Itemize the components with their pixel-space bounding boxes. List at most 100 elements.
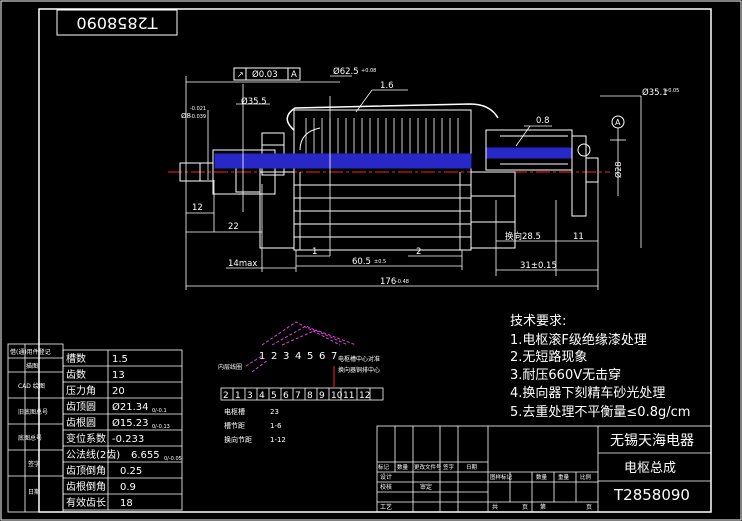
svg-text:数量: 数量 — [397, 463, 409, 471]
coil-number: 6 — [319, 351, 325, 362]
gear-spec-texts: 槽数 1.5 齿数 13 压力角 20 齿顶圆 Ø21.34 0/-0.1 齿根… — [66, 352, 182, 509]
dim-shaft-left-tol-up: -0.021 — [190, 106, 206, 112]
svg-text:重量: 重量 — [558, 473, 570, 481]
dim-shaft-left: Ø8 — [181, 112, 191, 120]
dim-14max: 14max — [228, 259, 257, 269]
tech-item: 2.无短路现象 — [510, 349, 587, 365]
dim-core-diameter: Ø62.5 — [333, 66, 359, 77]
bar-number: 6 — [283, 391, 289, 401]
spec-label: 齿顶圆 — [66, 401, 96, 413]
part-name: 电枢总成 — [624, 461, 676, 476]
svg-text:日期: 日期 — [28, 488, 40, 496]
svg-text:日期: 日期 — [466, 464, 478, 471]
datum-a: A — [615, 118, 621, 127]
tech-item: 5.去重处理不平衡量≤0.8g/cm — [510, 404, 690, 420]
dim-right-diameter-tol: +0.05 — [664, 88, 679, 94]
winding-slots — [305, 118, 459, 158]
gear-spec-table — [62, 349, 183, 511]
winding-note-label: 电枢槽 — [224, 407, 245, 416]
commutator-center-label: 换向器铜排中心 — [338, 366, 380, 374]
dim-12: 12 — [192, 203, 203, 213]
svg-text:旧底图总号: 旧底图总号 — [18, 408, 48, 416]
dim-commutator-length: 换向28.5 — [505, 231, 541, 242]
spec-value: 18 — [120, 498, 133, 509]
tech-requirements: 技术要求: 1.电枢滚F级绝缘漆处理 2.无短路现象 3.耐压660V无击穿 4… — [510, 314, 690, 420]
spec-value: -0.233 — [112, 434, 144, 445]
winding-note-label: 换向节距 — [224, 435, 252, 444]
bar-number: 7 — [295, 391, 301, 401]
spec-label: 有效齿长 — [66, 496, 106, 509]
winding-diagram: 1 2 3 4 5 6 7 内层线圈 电枢槽中心对准 换向器铜排中心 2 — [218, 321, 384, 444]
coil-number: 4 — [295, 351, 301, 362]
winding-band — [214, 153, 472, 169]
svg-text:底图总号: 底图总号 — [18, 434, 42, 442]
spec-label: 公法线(2齿) — [66, 448, 120, 461]
dim-11: 11 — [573, 232, 584, 242]
dim-core-length-tol: ±0.5 — [374, 259, 386, 265]
title-block-texts: 无锡天海电器 电枢总成 T2858090 标记 数量 更改文件号 签字 日期 设… — [378, 433, 694, 511]
svg-text:描图: 描图 — [26, 362, 38, 370]
svg-text:图样标记: 图样标记 — [490, 473, 513, 481]
armature-view — [168, 103, 610, 251]
spec-value: 0.9 — [120, 482, 136, 493]
fcf-datum: A — [291, 70, 297, 80]
winding-note-value: 1-12 — [270, 436, 286, 444]
svg-text:CAD 绘图: CAD 绘图 — [18, 382, 45, 390]
tech-item: 3.耐压660V无击穿 — [510, 367, 621, 383]
svg-text:工艺: 工艺 — [380, 503, 392, 511]
coil-number: 1 — [259, 351, 265, 362]
spec-tol: 0/-0.13 — [152, 424, 170, 430]
dimension-texts: Ø0.03 A ↗ Ø62.5 +0.08 Ø8 -0.021 -0.039 Ø… — [181, 66, 679, 287]
coil-number: 3 — [283, 351, 289, 362]
bar-number: 3 — [247, 391, 253, 401]
svg-text:更改文件号: 更改文件号 — [414, 463, 442, 471]
bar-number: 5 — [271, 391, 277, 401]
core-laminations — [294, 172, 471, 250]
winding-note-value: 23 — [270, 408, 279, 416]
spec-tol: 0/-0.05 — [164, 456, 182, 462]
svg-text:借(通)用件登记: 借(通)用件登记 — [10, 348, 51, 356]
left-label-stack — [7, 343, 64, 513]
company-name: 无锡天海电器 — [610, 433, 694, 449]
spec-label: 齿根圆 — [66, 416, 96, 429]
spec-value: 6.655 — [131, 450, 160, 461]
winding-note-value: 1-6 — [270, 422, 282, 430]
dim-shaft-left-tol-low: -0.039 — [190, 114, 206, 120]
spec-value: Ø21.34 — [112, 401, 149, 413]
svg-text:比例: 比例 — [580, 473, 592, 481]
tech-heading: 技术要求: — [510, 314, 566, 329]
bar-number: 12 — [359, 391, 370, 401]
bar-number: 11 — [343, 391, 354, 401]
drawing-number: T2858090 — [613, 486, 690, 504]
dim-bearing: Ø35.5 — [241, 96, 267, 107]
bar-number: 9 — [319, 391, 325, 401]
bar-number: 8 — [307, 391, 313, 401]
spec-label: 变位系数 — [66, 432, 106, 445]
svg-text:校核: 校核 — [380, 483, 392, 491]
spec-value: 1.5 — [112, 354, 128, 365]
dim-core-diameter-tol: +0.08 — [361, 68, 376, 74]
svg-text:标记: 标记 — [378, 463, 390, 471]
bar-number: 10 — [331, 391, 343, 401]
coil-number: 2 — [271, 351, 277, 362]
coil-number: 5 — [307, 351, 313, 362]
dim-total-length-tol: -0.48 — [396, 279, 409, 285]
spec-label: 压力角 — [66, 384, 96, 397]
spec-label: 齿顶倒角 — [66, 465, 106, 477]
bar-number: 2 — [223, 391, 229, 401]
tech-item: 4.换向器下刻精车砂光处理 — [510, 385, 665, 401]
rotated-number-box: T2858090 — [56, 9, 178, 36]
dim-2: 2 — [416, 247, 421, 257]
spec-label: 槽数 — [66, 352, 86, 365]
dim-1: 1 — [312, 247, 317, 257]
inner-coil-label: 内层线圈 — [218, 363, 242, 371]
slot-center-label: 电枢槽中心对准 — [338, 355, 380, 363]
dim-core-length: 60.5 — [352, 257, 371, 267]
svg-text:共: 共 — [492, 503, 498, 511]
dimension-lines — [185, 75, 642, 290]
svg-text:页: 页 — [586, 504, 592, 511]
winding-note-label: 槽节距 — [224, 421, 245, 430]
svg-text:审定: 审定 — [420, 483, 432, 491]
